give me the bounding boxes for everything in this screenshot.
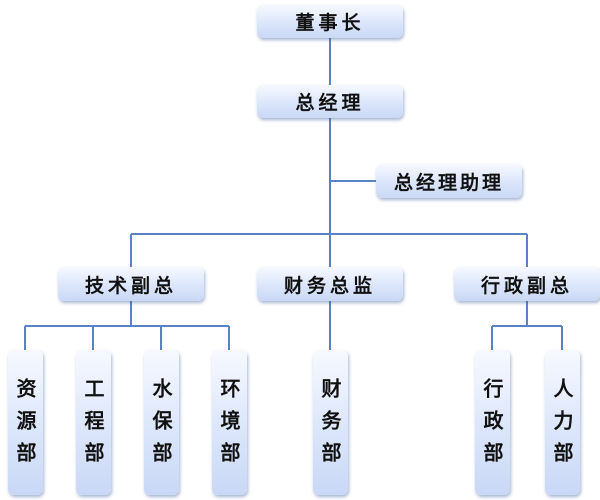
dept-engineering-label: 工程部	[81, 377, 105, 474]
dept-water-conservation-box: 水保部	[144, 350, 179, 495]
dept-resources-label: 资源部	[13, 377, 37, 474]
dept-administration-label: 行政部	[480, 377, 504, 474]
assistant-gm-box: 总经理助理	[376, 164, 522, 198]
dept-human-resources-box: 人力部	[545, 350, 580, 495]
general-manager-label: 总经理	[295, 92, 365, 114]
dept-finance-label: 财务部	[318, 377, 342, 474]
dept-water-conservation-label: 水保部	[149, 377, 173, 474]
dept-administration-box: 行政部	[475, 350, 510, 495]
dept-environment-label: 环境部	[217, 377, 241, 474]
dept-engineering-box: 工程部	[76, 350, 111, 495]
dept-finance-box: 财务部	[313, 350, 348, 495]
dept-resources-box: 资源部	[8, 350, 43, 495]
chairman-box: 董事长	[257, 5, 403, 38]
vp-tech-label: 技术副总	[84, 274, 177, 297]
finance-director-box: 财务总监	[257, 267, 403, 301]
dept-human-resources-label: 人力部	[550, 377, 574, 474]
vp-admin-box: 行政副总	[454, 267, 600, 301]
vp-admin-label: 行政副总	[480, 274, 573, 297]
finance-director-label: 财务总监	[283, 274, 376, 297]
general-manager-box: 总经理	[257, 85, 403, 118]
dept-environment-box: 环境部	[212, 350, 247, 495]
vp-tech-box: 技术副总	[58, 267, 204, 301]
assistant-gm-label: 总经理助理	[393, 171, 504, 194]
chairman-label: 董事长	[295, 12, 365, 34]
